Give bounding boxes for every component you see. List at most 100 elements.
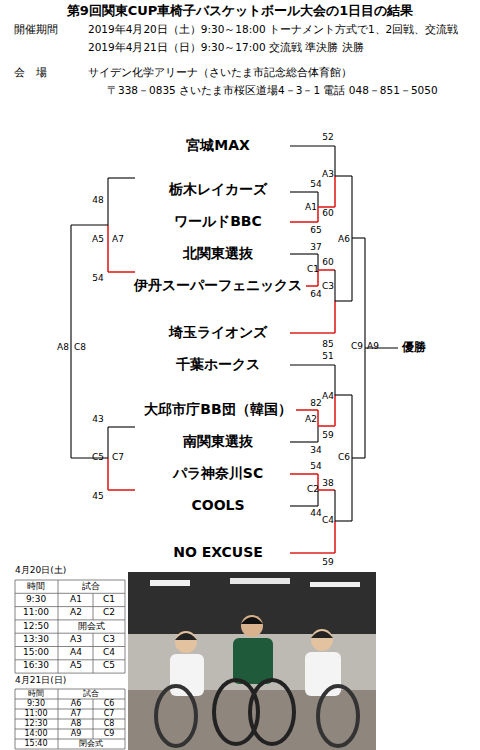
match-code: A9 (367, 342, 379, 352)
score: 64 (310, 290, 321, 300)
table-cell: C6 (104, 700, 115, 709)
bracket-line (334, 270, 335, 301)
table-rule (93, 633, 94, 646)
bracket-line (335, 520, 352, 521)
bracket-line (108, 489, 135, 491)
team-name: NO EXCUSE (173, 545, 263, 560)
table-cell: A1 (70, 595, 82, 605)
bracket-line (317, 410, 319, 426)
bracket-line (334, 301, 336, 333)
score: 45 (92, 492, 103, 502)
table-rule (15, 659, 125, 660)
table-rule (15, 619, 125, 620)
score: 54 (310, 180, 321, 190)
bracket-line (107, 178, 108, 225)
team-name: 北関東選抜 (183, 246, 253, 261)
info-text: サイデン化学アリーナ（さいたま市記念総合体育館） (88, 67, 352, 79)
table-rule (125, 580, 126, 673)
bracket-line (334, 176, 336, 207)
bracket-line (290, 441, 318, 442)
table-rule (93, 647, 94, 660)
match-code: C8 (74, 343, 86, 353)
team-name: 埼玉ライオンズ (169, 325, 267, 340)
bracket-line (334, 395, 336, 426)
bracket-line (296, 409, 318, 411)
bracket-line (290, 364, 335, 365)
table-rule (15, 580, 16, 673)
match-code: A8 (57, 343, 69, 353)
match-code: C3 (322, 282, 334, 292)
bracket-line (306, 285, 318, 287)
table-cell: A7 (71, 710, 82, 719)
bracket-line (108, 177, 135, 178)
table-cell: 15:00 (23, 648, 49, 658)
table-rule (15, 673, 125, 674)
bracket-line (108, 426, 135, 427)
table-rule (93, 729, 94, 739)
field-name: 開催期間 (14, 24, 58, 36)
match-code: C4 (322, 516, 334, 526)
bracket-line (290, 253, 318, 254)
bracket-line (352, 457, 365, 458)
table-rule (93, 593, 94, 606)
score: 60 (322, 209, 333, 219)
table-cell: 時間 (28, 690, 44, 699)
table-cell: C3 (103, 635, 115, 645)
table-cell: 開会式 (78, 622, 105, 632)
score: 51 (322, 352, 333, 362)
table-caption: 4月20日(土) (15, 566, 66, 576)
score: 54 (310, 462, 321, 472)
match-code: C1 (307, 265, 319, 275)
score: 38 (322, 479, 333, 489)
table-cell: 11:00 (23, 608, 49, 618)
match-code: A2 (305, 415, 317, 425)
bracket-line (352, 237, 365, 238)
bracket-line (71, 224, 108, 225)
score: 43 (92, 415, 103, 425)
bracket-line (334, 146, 335, 176)
team-name: COOLS (191, 498, 244, 513)
bracket-line (107, 458, 109, 490)
bracket-line (318, 425, 335, 427)
info-text: 〒338－0835 さいたま市桜区道場4－3－1 電話 048－851－5050 (107, 85, 438, 97)
bracket-line (107, 427, 108, 458)
table-cell: 12:30 (24, 720, 47, 729)
bracket-line (70, 225, 71, 458)
field-name: 会 場 (14, 67, 47, 79)
table-cell: 試合 (83, 690, 99, 699)
team-name: 伊丹スーパーフェニックス (134, 278, 302, 293)
bracket-line (318, 269, 335, 271)
table-caption: 4月21日(日) (15, 676, 66, 686)
table-cell: 時間 (27, 582, 45, 592)
team-name: 南関東選抜 (183, 434, 253, 449)
bracket-line (335, 300, 352, 301)
bracket-lines (71, 146, 398, 553)
bracket-line (108, 271, 135, 273)
info-text: 2019年4月20日（土）9:30～18:00 トーナメント方式で1、2回戦、交… (88, 24, 458, 36)
table-rule (15, 646, 125, 647)
table-cell: C7 (104, 710, 115, 719)
table-cell: C2 (103, 608, 115, 618)
team-name: 大邱市庁BB団（韓国） (144, 402, 291, 417)
table-cell: 9:30 (26, 595, 46, 605)
bracket-line (334, 490, 335, 521)
match-code: C7 (112, 453, 124, 463)
table-cell: A4 (70, 648, 82, 658)
table-cell: 9:30 (27, 700, 45, 709)
bracket-line (290, 505, 318, 506)
team-name: 宮城MAX (186, 138, 250, 153)
bracket-line (335, 394, 352, 395)
table-cell: A5 (70, 661, 82, 671)
info-text: 2019年4月21日（日）9:30～17:00 交流戦 準決勝 決勝 (88, 42, 364, 54)
table-cell: 試合 (82, 582, 100, 592)
table-rule (93, 660, 94, 673)
table-cell: 15:40 (24, 740, 47, 749)
table-rule (93, 719, 94, 729)
table-rule (58, 580, 59, 673)
table-cell: A6 (71, 700, 82, 709)
bracket-line (290, 191, 318, 192)
score: 65 (310, 226, 321, 236)
table-cell: C4 (103, 648, 115, 658)
table-cell: 11:00 (24, 710, 47, 719)
